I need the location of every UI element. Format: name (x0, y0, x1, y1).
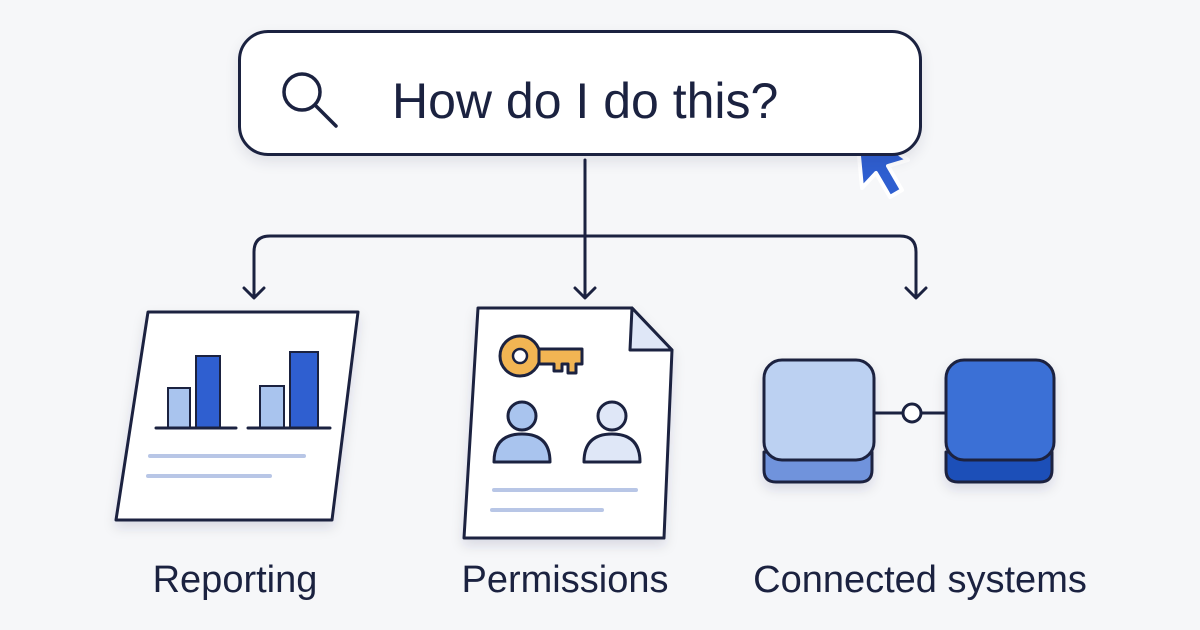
search-query-text[interactable]: How do I do this? (392, 73, 779, 129)
user-head (506, 400, 538, 432)
block-top (944, 358, 1056, 462)
bar-light (259, 385, 285, 429)
topic-label-permissions: Permissions (461, 559, 669, 601)
link-node (901, 402, 923, 424)
user-head (596, 400, 628, 432)
arrowhead-permissions (573, 286, 597, 300)
block-light (762, 358, 876, 484)
user-body (492, 432, 552, 464)
connector-lines (242, 158, 928, 300)
key-icon (498, 334, 584, 378)
key-hole (511, 347, 529, 365)
block-top (762, 358, 876, 462)
topic-label-reporting: Reporting (152, 559, 318, 601)
bar-chart-right (246, 351, 332, 430)
block-dark (944, 358, 1056, 484)
connected-blocks-icon (762, 358, 1056, 484)
permissions-icon (462, 306, 674, 540)
bar-light (167, 387, 191, 429)
document-fold (628, 306, 674, 352)
bar-dark (195, 355, 221, 429)
reporting-icon (114, 310, 360, 522)
user-icon (582, 400, 642, 464)
topic-label-connected-systems: Connected systems (753, 559, 1087, 601)
search-icon (282, 72, 338, 128)
bar-dark (289, 351, 319, 429)
bar-chart-left (154, 355, 238, 430)
key-shaft (537, 347, 584, 375)
arrowhead-connected (904, 286, 928, 300)
search-bar[interactable] (238, 30, 922, 156)
user-icon (492, 400, 552, 464)
branch-line (252, 234, 918, 298)
reporting-card (114, 310, 360, 522)
arrowhead-reporting (242, 286, 266, 300)
user-body (582, 432, 642, 464)
